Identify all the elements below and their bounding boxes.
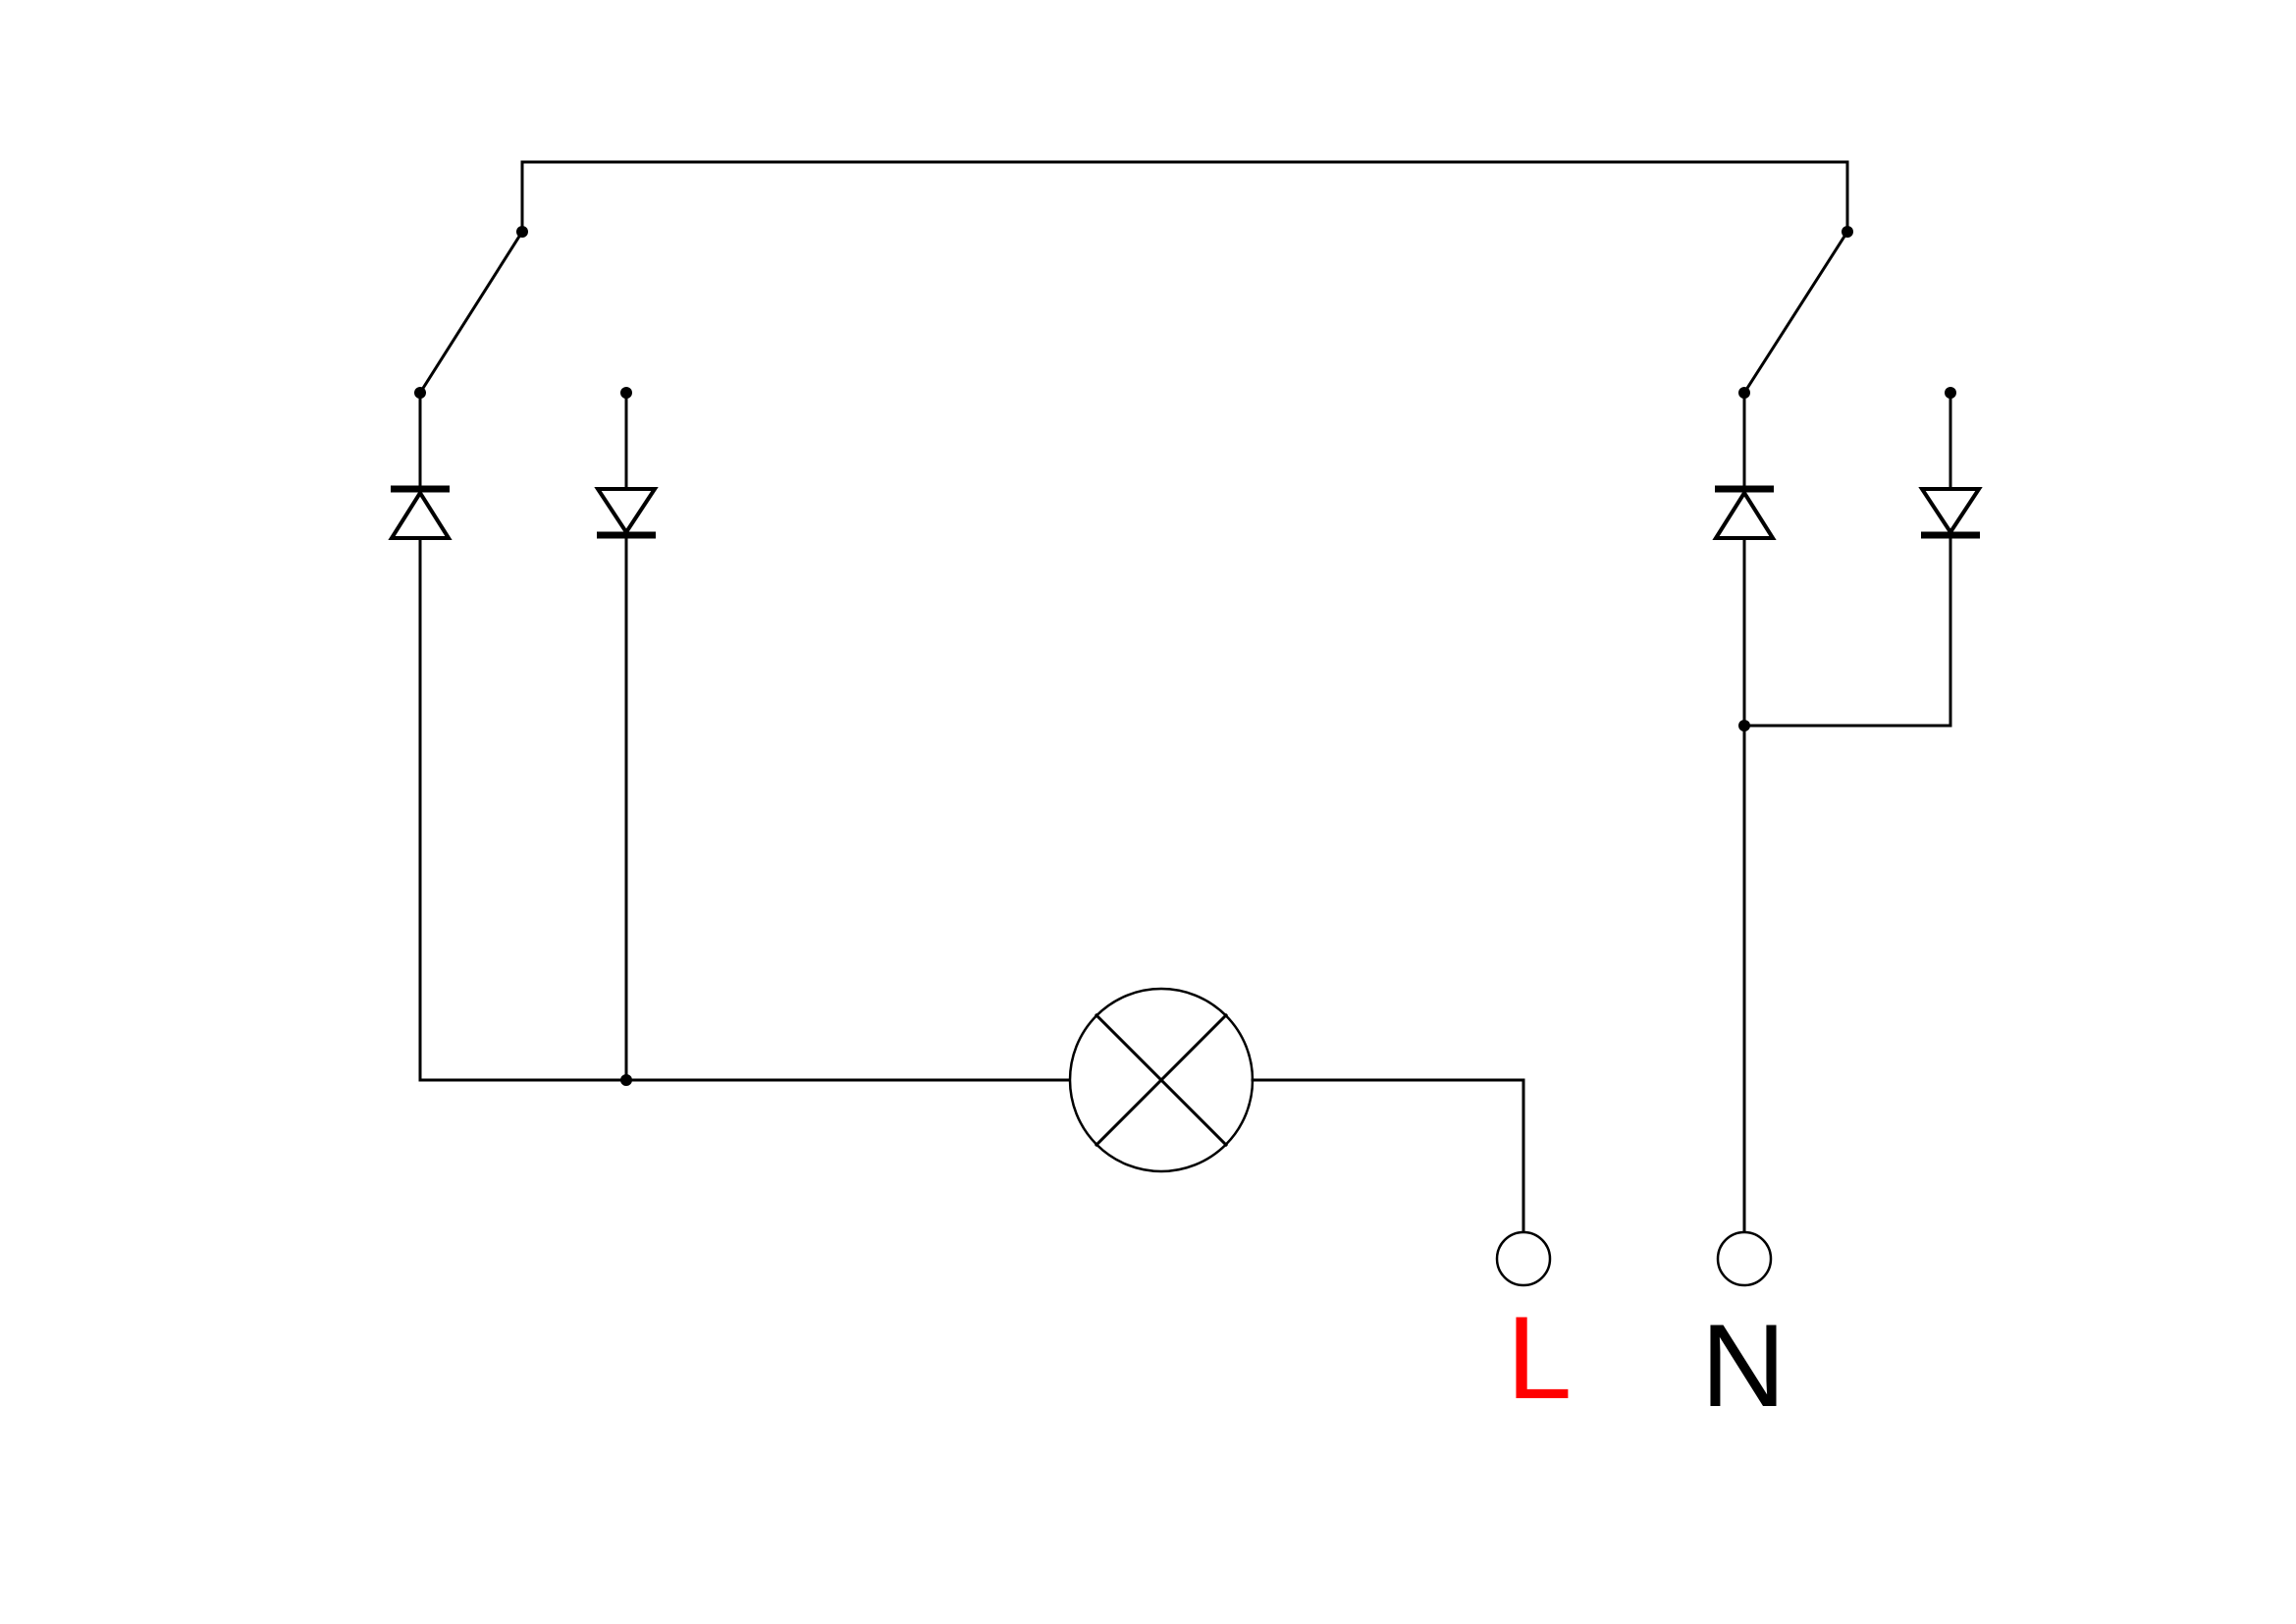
line-wire [1251, 1078, 1525, 1234]
left-diode-2-body [594, 487, 659, 536]
top-link-wire [520, 160, 1849, 234]
lamp-cross-line-2 [1094, 1012, 1229, 1148]
left-diode-pair [388, 391, 659, 1086]
right-diode-pair [1712, 391, 1983, 1232]
terminal-l-label: L [1507, 1292, 1573, 1424]
left-switch [414, 226, 632, 399]
right-junction-dot [1738, 720, 1750, 731]
left-diode-1-return-wire [418, 536, 628, 1082]
left-switch-lever [417, 229, 525, 396]
terminal-n-label: N [1701, 1300, 1787, 1432]
right-switch-lever [1741, 229, 1850, 396]
left-switch-pivot-dot [516, 226, 528, 238]
terminal-l-connector [1495, 1230, 1552, 1287]
right-switch-pivot-dot [1842, 226, 1853, 238]
lamp-symbol [1068, 987, 1255, 1173]
right-switch [1738, 226, 1956, 399]
terminal-n-connector [1716, 1230, 1773, 1287]
right-diode-2-return-wire [1742, 533, 1952, 728]
right-diode-2-body [1918, 487, 1983, 536]
left-diode-1-body [388, 489, 453, 540]
right-diode-1-body [1712, 489, 1777, 540]
